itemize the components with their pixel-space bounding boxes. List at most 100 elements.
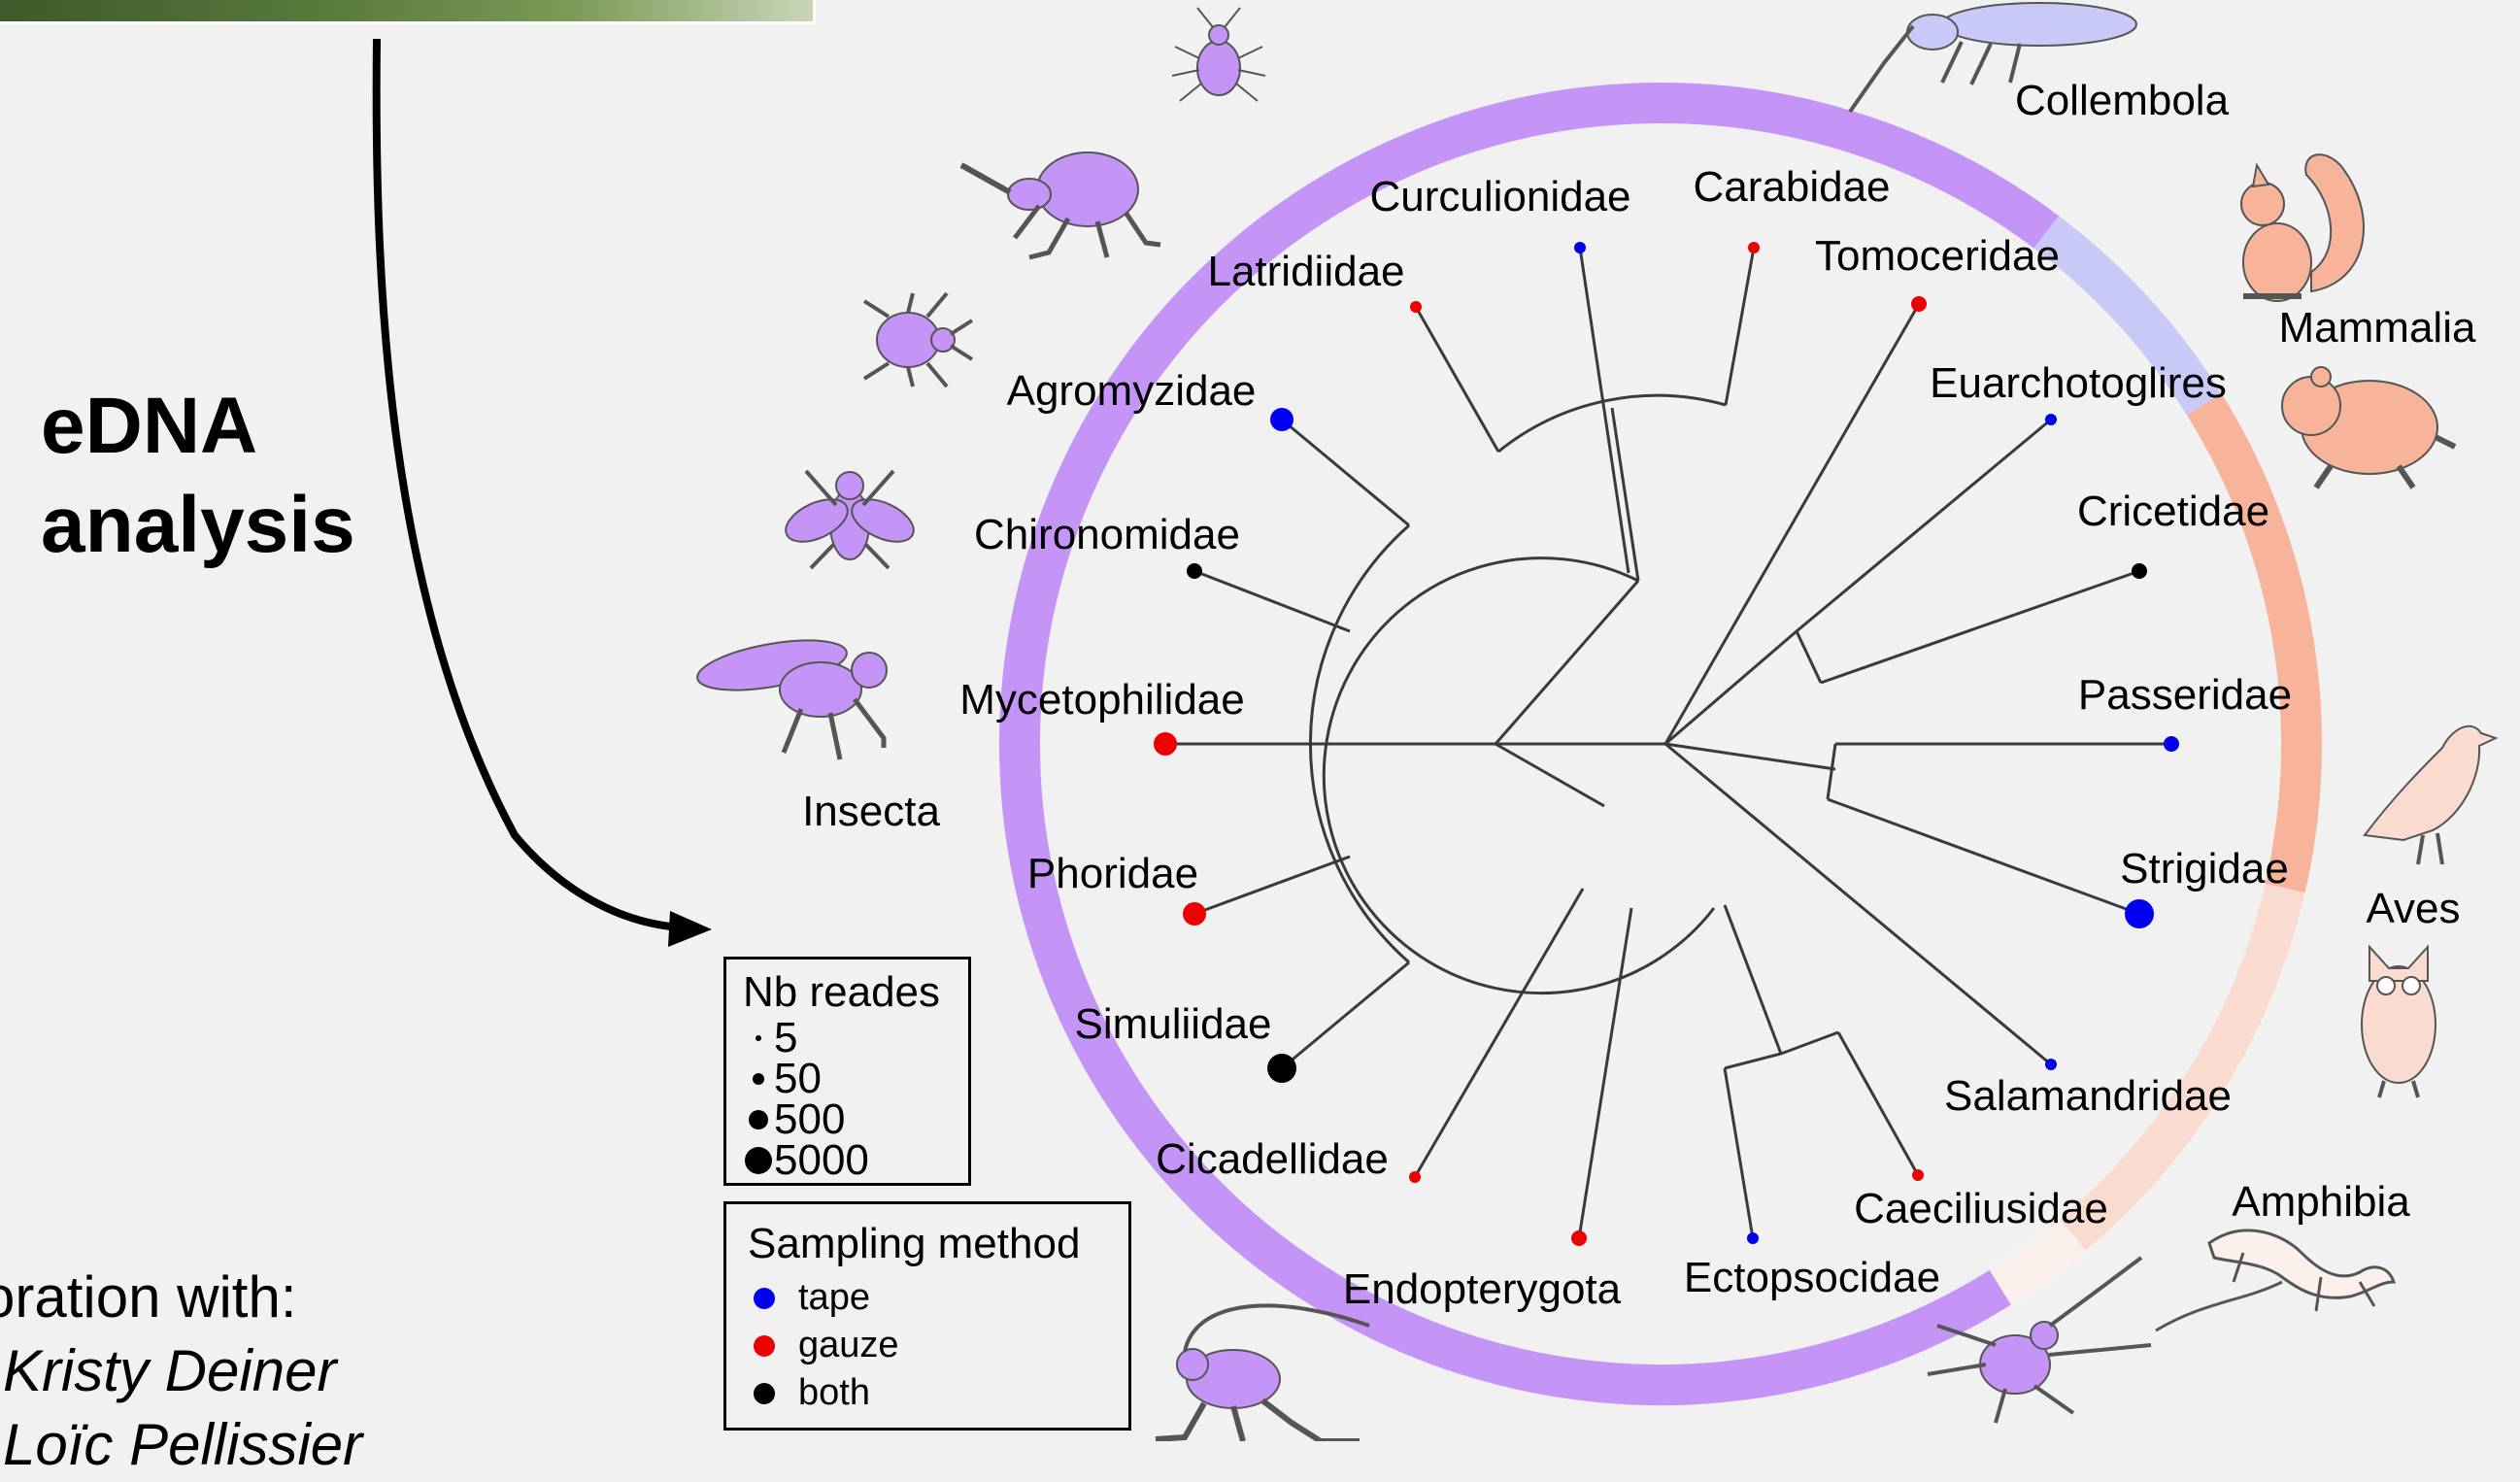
reads-legend-label: 5000 — [774, 1136, 869, 1185]
tip-label-caeciliusidae: Caeciliusidae — [1854, 1185, 2108, 1232]
group-label-aves: Aves — [2366, 885, 2460, 932]
tip-label-passeridae: Passeridae — [2078, 671, 2292, 719]
tip-marker-curculionidae — [1574, 242, 1586, 253]
branch-cicadellidae — [1415, 889, 1583, 1177]
tip-marker-chironomidae — [1187, 563, 1202, 579]
branch-latridiidae — [1416, 307, 1498, 452]
branch-chordata — [1665, 744, 2051, 1064]
reads-legend-dot — [749, 1110, 768, 1129]
group-label-amphibia: Amphibia — [2232, 1178, 2410, 1226]
sampling-legend-row: both — [748, 1369, 1128, 1417]
fly-icon — [780, 471, 921, 568]
tip-label-salamandridae: Salamandridae — [1944, 1072, 2232, 1120]
tip-label-latridiidae: Latridiidae — [1207, 248, 1404, 295]
reads-legend-row: 5000 — [743, 1140, 968, 1181]
hamster-icon — [2282, 367, 2455, 488]
branch-carabidae — [1726, 248, 1754, 405]
branch-agromyzidae — [1282, 420, 1409, 525]
sampling-method-legend: Sampling method tape gauze both — [723, 1201, 1131, 1431]
branch-strigidae — [1828, 799, 2139, 914]
tip-label-cricetidae: Cricetidae — [2077, 488, 2269, 535]
tip-label-carabidae: Carabidae — [1693, 163, 1890, 211]
tip-marker-cicadellidae — [1409, 1171, 1421, 1183]
branch-aves-split — [1828, 744, 1835, 799]
beetle-icon — [1172, 8, 1265, 101]
branch-insect-backbone — [1495, 744, 1604, 806]
tip-marker-carabidae — [1748, 242, 1760, 253]
branch-endopterygota — [1579, 908, 1631, 1238]
branch-cricetidae — [1821, 571, 2139, 683]
branch-insect-arc — [1324, 558, 1714, 994]
reads-legend-dot — [753, 1073, 764, 1085]
tip-marker-simuliidae — [1267, 1054, 1296, 1083]
branch-phoridae — [1194, 857, 1350, 914]
tip-marker-cricetidae — [2132, 563, 2147, 579]
tip-label-simuliidae: Simuliidae — [1075, 1000, 1272, 1048]
bird-icon — [2365, 726, 2496, 864]
reads-legend-title: Nb reades — [743, 967, 968, 1018]
branch-mammalia — [1665, 631, 1797, 744]
reads-legend-row: 5 — [743, 1018, 968, 1059]
branch-mammal-split — [1797, 631, 1821, 683]
branch-coleoptera-arc — [1498, 395, 1726, 452]
tip-label-ectopsocidae: Ectopsocidae — [1684, 1254, 1940, 1301]
tape-marker — [754, 1288, 775, 1309]
branch-psocodea-split — [1725, 1032, 1838, 1068]
branch-tomoceridae — [1665, 304, 1919, 744]
sampling-legend-title: Sampling method — [748, 1214, 1128, 1274]
workflow-arrow — [377, 39, 680, 927]
squirrel-icon — [2241, 154, 2364, 301]
tip-marker-ectopsocidae — [1747, 1232, 1759, 1244]
branch-psocodea — [1725, 905, 1781, 1054]
gauze-marker — [754, 1335, 775, 1357]
ring-arc-mammalia — [2204, 404, 2302, 888]
group-label-collembola: Collembola — [2015, 77, 2230, 124]
sampling-legend-label: tape — [798, 1277, 870, 1319]
tip-label-euarchontoglires: Euarchotoglires — [1930, 359, 2227, 407]
salamander-icon — [2156, 1230, 2394, 1330]
sampling-legend-label: gauze — [798, 1325, 899, 1366]
tip-marker-euarchontoglires — [2045, 414, 2057, 425]
workflow-arrowhead — [668, 911, 712, 947]
sampling-legend-label: both — [798, 1372, 870, 1414]
tip-marker-latridiidae — [1410, 301, 1422, 313]
reads-legend-dot — [745, 1147, 772, 1174]
ground-beetle-icon — [864, 293, 972, 387]
owl-icon — [2362, 947, 2436, 1097]
tip-label-curculionidae: Curculionidae — [1369, 173, 1630, 220]
sampling-legend-row: tape — [748, 1274, 1128, 1322]
tip-marker-caeciliusidae — [1912, 1169, 1924, 1181]
reads-legend-dot — [756, 1035, 761, 1041]
group-label-mammalia: Mammalia — [2279, 304, 2476, 352]
phylogenetic-tree-diagram: Curculionidae CarabidaeTomoceridaeEuarcho… — [0, 0, 2520, 1441]
tip-label-phoridae: Phoridae — [1027, 850, 1198, 897]
branch-ectopsocidae — [1725, 1068, 1753, 1238]
tip-label-cicadellidae: Cicadellidae — [1156, 1135, 1389, 1183]
tip-marker-agromyzidae — [1270, 408, 1294, 431]
tip-marker-salamandridae — [2045, 1059, 2057, 1070]
tip-marker-endopterygota — [1571, 1230, 1587, 1246]
tip-label-chironomidae: Chironomidae — [974, 511, 1240, 558]
reads-legend-row: 50 — [743, 1059, 968, 1099]
group-label-insecta: Insecta — [802, 788, 940, 835]
tip-label-endopterygota: Endopterygota — [1343, 1265, 1622, 1313]
tip-marker-phoridae — [1183, 902, 1206, 926]
tip-label-strigidae: Strigidae — [2120, 845, 2289, 893]
tip-marker-mycetophilidae — [1154, 732, 1177, 756]
tip-label-tomoceridae: Tomoceridae — [1815, 232, 2060, 280]
branch-inner-root — [1495, 581, 1638, 744]
branch-simuliidae — [1282, 962, 1409, 1068]
tip-label-mycetophilidae: Mycetophilidae — [959, 676, 1245, 724]
branch-curculionidae — [1580, 248, 1629, 573]
sampling-legend-row: gauze — [748, 1322, 1128, 1369]
mosquito-icon — [693, 631, 887, 759]
reads-legend-row: 500 — [743, 1099, 968, 1140]
branch-chironomidae — [1194, 571, 1350, 631]
branch-caeciliusidae — [1838, 1032, 1918, 1175]
tip-marker-passeridae — [2164, 736, 2179, 752]
weevil-icon — [961, 152, 1160, 257]
ring-arc-amphibia — [2000, 1235, 2072, 1288]
reads-legend: Nb reades 5 50 500 5000 — [723, 957, 971, 1186]
both-marker — [754, 1383, 775, 1404]
tip-label-agromyzidae: Agromyzidae — [1007, 367, 1257, 415]
